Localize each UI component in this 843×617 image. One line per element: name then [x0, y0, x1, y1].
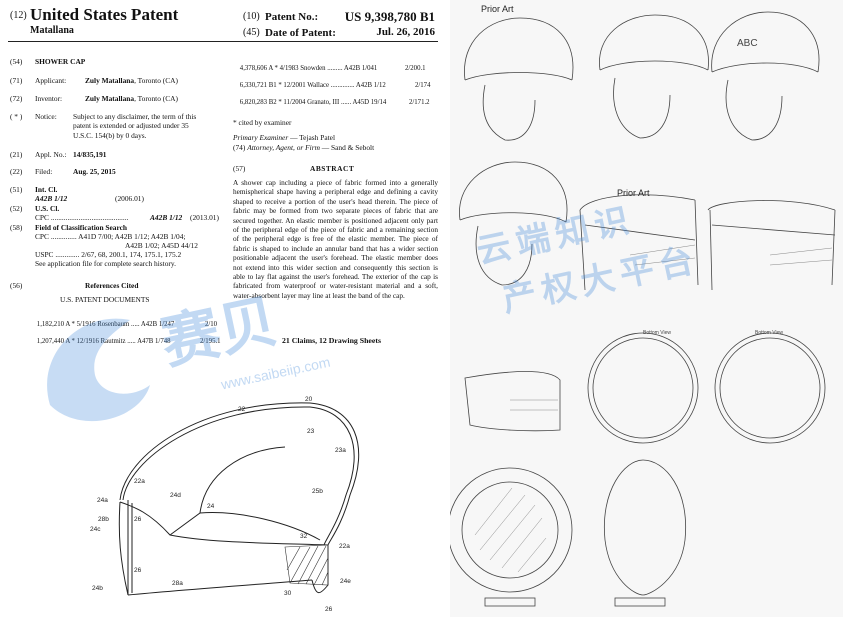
ref-numeral: 26: [325, 606, 333, 613]
code-45: (45): [243, 27, 260, 38]
ref-numeral: 24d: [170, 492, 181, 499]
int-cl-field: (51) Int. Cl. A42B 1/12 (2006.01): [10, 185, 144, 203]
header-rule: [8, 41, 438, 42]
inventor-surname: Matallana: [30, 25, 74, 36]
bottom-view-label: Bottom View: [643, 330, 671, 336]
notice-field: ( * ) Notice: Subject to any disclaimer,…: [10, 112, 197, 140]
abstract-title: ABSTRACT: [310, 164, 355, 173]
bottom-view-label: Bottom View: [755, 330, 783, 336]
inventor-field: (72) Inventor: Zuly Matallana, Toronto (…: [10, 94, 178, 103]
reference-row: 4,378,606 A * 4/1983 Snowden ......... A…: [239, 65, 426, 73]
prior-art-label: Prior Art: [617, 188, 650, 198]
invention-title: SHOWER CAP: [35, 57, 86, 66]
patent-front-page: (12) United States Patent Matallana (10)…: [8, 5, 438, 613]
ref-numeral: 22a: [134, 478, 145, 485]
cited-note: * cited by examiner: [233, 118, 292, 127]
reference-row: 6,330,721 B1 * 12/2001 Wallace .........…: [239, 82, 431, 90]
patent-number: US 9,398,780 B1: [344, 9, 435, 24]
ref-numeral: 24b: [92, 585, 103, 592]
ref-numeral: 28b: [98, 516, 109, 523]
attorney: (74) Attorney, Agent, or Firm — Sand & S…: [233, 143, 375, 152]
drawing-figures: [450, 11, 836, 607]
code-10: (10): [243, 11, 260, 22]
ref-numeral: 24e: [340, 578, 351, 585]
filed-date: Aug. 25, 2015: [73, 167, 116, 176]
watermark-logo: [47, 318, 150, 422]
appl-no-field: (21) Appl. No.: 14/835,191: [10, 150, 230, 162]
date-label: Date of Patent:: [265, 27, 336, 39]
ref-numeral: 26: [134, 567, 142, 574]
ref-numeral: 22: [238, 406, 246, 413]
classification-field: (58) Field of Classification Search CPC …: [10, 223, 198, 268]
reference-row: 6,820,283 B2 * 11/2004 Granato, III ....…: [239, 99, 430, 107]
ref-numeral: 24: [207, 503, 215, 510]
code-12: (12): [10, 10, 27, 21]
patent-date: Jul. 26, 2016: [376, 26, 435, 38]
ref-numeral: 26: [134, 516, 142, 523]
appl-no: 14/835,191: [73, 150, 107, 159]
abstract-text: A shower cap including a piece of fabric…: [233, 178, 438, 300]
ref-numeral: 24a: [97, 497, 108, 504]
prior-art-label: Prior Art: [481, 4, 514, 14]
references-field: (56) References Cited U.S. PATENT DOCUME…: [10, 281, 150, 304]
drawing-sheets: Prior Art Prior Art: [450, 0, 843, 617]
ref-numeral: 22a: [339, 543, 350, 550]
ref-numeral: 23: [307, 428, 315, 435]
title-field: (54) SHOWER CAP: [10, 57, 86, 66]
primary-examiner: Primary Examiner — Tejash Patel: [233, 133, 335, 142]
ref-numeral: 24c: [90, 526, 101, 533]
applicant-name: Zuly Matallana: [85, 76, 135, 85]
ref-numeral: 20: [305, 396, 313, 403]
applicant-field: (71) Applicant: Zuly Matallana, Toronto …: [10, 76, 178, 85]
reference-row: 1,182,210 A * 5/1916 Rosenbaum ..... A42…: [36, 321, 218, 329]
ref-numeral: 25b: [312, 488, 323, 495]
filed-field: (22) Filed: Aug. 25, 2015: [10, 167, 230, 179]
document-type: United States Patent: [30, 5, 179, 24]
ref-numeral: 23a: [335, 447, 346, 454]
patent-no-label: Patent No.:: [265, 11, 319, 23]
inventor-name: Zuly Matallana: [85, 94, 135, 103]
ref-numeral: 30: [284, 590, 292, 597]
abc-lettering: ABC: [737, 38, 758, 49]
reference-row: 1,207,440 A * 12/1916 Rautmitz ..... A47…: [36, 338, 221, 346]
shower-cap-figure: [118, 402, 360, 596]
ref-numeral: 28a: [172, 580, 183, 587]
ref-numeral: 32: [300, 533, 308, 540]
claims-summary: 21 Claims, 12 Drawing Sheets: [282, 336, 381, 345]
us-cl-field: (52) U.S. Cl. CPC ......................…: [10, 204, 219, 222]
abstract-code: (57): [233, 164, 246, 173]
